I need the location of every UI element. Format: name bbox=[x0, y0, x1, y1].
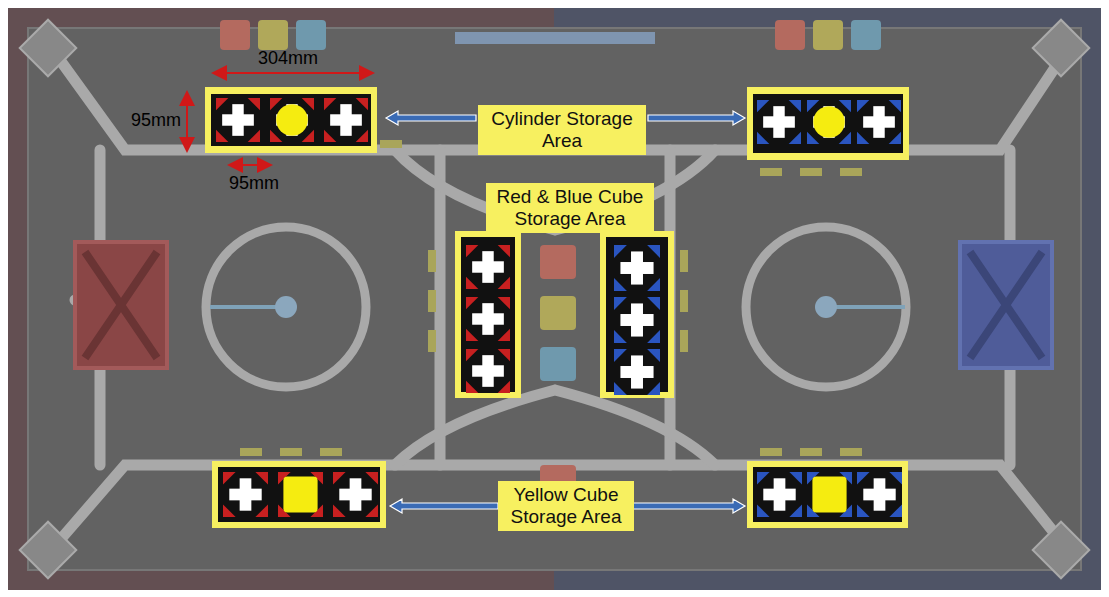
storage-cell bbox=[807, 100, 851, 144]
callout-box: Red & Blue Cube Storage Area bbox=[486, 183, 654, 233]
dimension-label: 95mm bbox=[229, 173, 279, 194]
storage-cell bbox=[270, 98, 314, 142]
storage-cell bbox=[466, 245, 510, 289]
storage-cell bbox=[757, 472, 802, 517]
storage-cell bbox=[807, 472, 852, 517]
storage-cell bbox=[466, 349, 510, 393]
callout-text: Cylinder Storage Area bbox=[484, 108, 640, 152]
storage-cell bbox=[324, 98, 368, 142]
storage-cell bbox=[857, 100, 901, 144]
storage-cell bbox=[857, 472, 902, 517]
dimension-label: 304mm bbox=[258, 48, 318, 69]
storage-cell bbox=[216, 98, 260, 142]
callout-box: Yellow Cube Storage Area bbox=[498, 481, 634, 531]
storage-cell bbox=[614, 297, 660, 343]
storage-cell bbox=[466, 297, 510, 341]
storage-cell bbox=[333, 472, 378, 517]
storage-cell bbox=[223, 472, 268, 517]
storage-cell bbox=[614, 245, 660, 291]
storage-cell bbox=[757, 100, 801, 144]
callout-text: Yellow Cube Storage Area bbox=[504, 484, 628, 528]
callout-text: Red & Blue Cube Storage Area bbox=[492, 186, 648, 230]
callout-box: Cylinder Storage Area bbox=[478, 105, 646, 155]
storage-cell bbox=[278, 472, 323, 517]
storage-cell bbox=[614, 349, 660, 395]
dimension-label: 95mm bbox=[131, 110, 181, 131]
